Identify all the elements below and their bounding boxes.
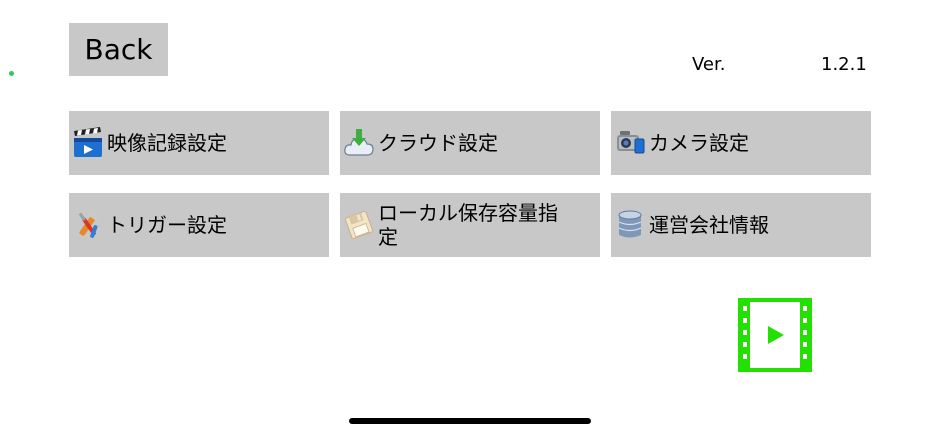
trigger-settings-button[interactable]: トリガー設定 — [69, 193, 329, 257]
tile-label: 映像記録設定 — [107, 131, 227, 155]
company-info-button[interactable]: 運営会社情報 — [611, 193, 871, 257]
tools-icon — [72, 209, 104, 241]
tile-label: ローカル保存容量指定 — [378, 201, 558, 249]
version-value: 1.2.1 — [821, 54, 867, 75]
video-play-icon[interactable] — [738, 298, 812, 372]
camcorder-icon — [614, 127, 646, 159]
tile-label: クラウド設定 — [378, 131, 498, 155]
floppy-disk-icon — [343, 209, 375, 241]
local-storage-capacity-button[interactable]: ローカル保存容量指定 — [340, 193, 600, 257]
video-recording-settings-button[interactable]: 映像記録設定 — [69, 111, 329, 175]
home-indicator[interactable] — [349, 418, 591, 424]
tile-label: トリガー設定 — [107, 213, 227, 237]
tile-label: 運営会社情報 — [649, 213, 769, 237]
status-dot — [9, 71, 14, 76]
back-button[interactable]: Back — [69, 23, 168, 76]
clapperboard-icon — [72, 127, 104, 159]
database-icon — [614, 209, 646, 241]
camera-settings-button[interactable]: カメラ設定 — [611, 111, 871, 175]
cloud-download-icon — [343, 127, 375, 159]
tile-label: カメラ設定 — [649, 131, 749, 155]
cloud-settings-button[interactable]: クラウド設定 — [340, 111, 600, 175]
version-label: Ver. — [692, 54, 726, 75]
settings-menu: 映像記録設定 クラウド設定 — [69, 111, 871, 257]
